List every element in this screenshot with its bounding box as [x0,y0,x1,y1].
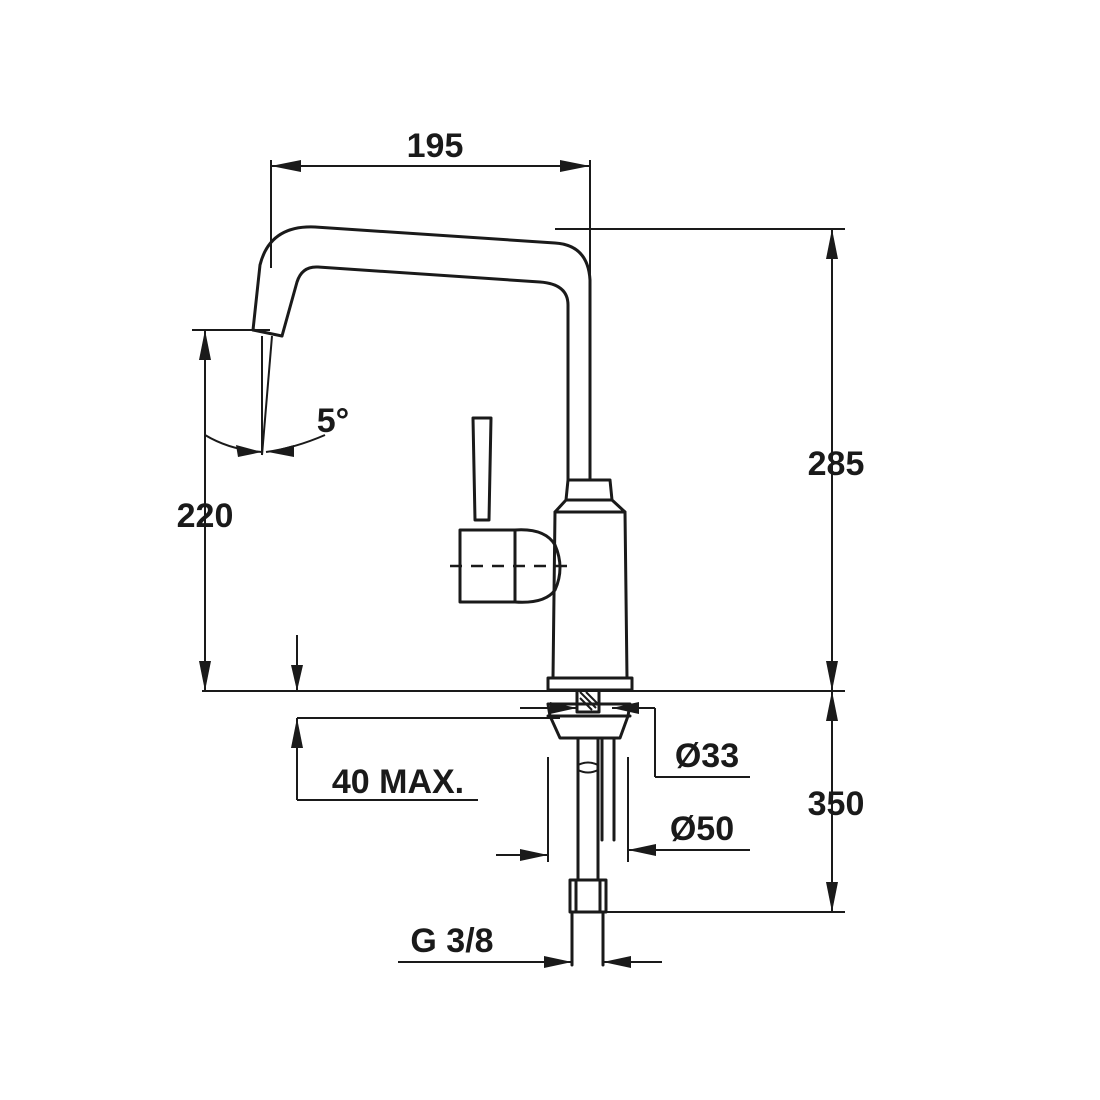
dimension-spout-reach: 195 [270,127,591,300]
spout-angle-label: 5° [317,402,350,440]
flexible-hose-left [576,736,600,882]
dimension-connection-thread: G 3/8 [398,922,662,968]
hose-length-label: 350 [808,785,865,823]
mixer-body [551,510,629,680]
spout-reach-label: 195 [407,127,464,165]
dimension-shank-diameter: Ø33 [520,702,750,778]
cartridge-dome [513,528,562,604]
dimension-deck-thickness: 40 MAX. [291,635,560,801]
cartridge-front [458,528,517,604]
hole-diameter-label: Ø50 [670,810,734,848]
lever-handle [471,416,493,522]
base-ring [546,676,634,692]
spout-collar [553,478,627,514]
dimension-spout-height: 220 [177,329,270,691]
shank-diameter-label: Ø33 [675,737,739,775]
spout-inner [280,265,570,482]
dimension-hose-length: 350 [606,691,865,913]
dimension-hole-diameter: Ø50 [496,757,750,862]
faucet-outline [251,225,634,967]
deck-thickness-label: 40 MAX. [332,763,464,801]
connection-thread-label: G 3/8 [410,922,493,960]
total-height-label: 285 [808,445,865,483]
dimension-spout-angle: 5° [204,335,350,457]
flexible-hose-right [600,736,616,842]
dimension-total-height: 285 [555,228,865,691]
hex-connector [568,878,608,914]
spout-height-label: 220 [177,497,234,535]
shank-hatch [579,691,599,711]
hose-crimp [577,761,599,774]
spout-outer [251,225,592,482]
